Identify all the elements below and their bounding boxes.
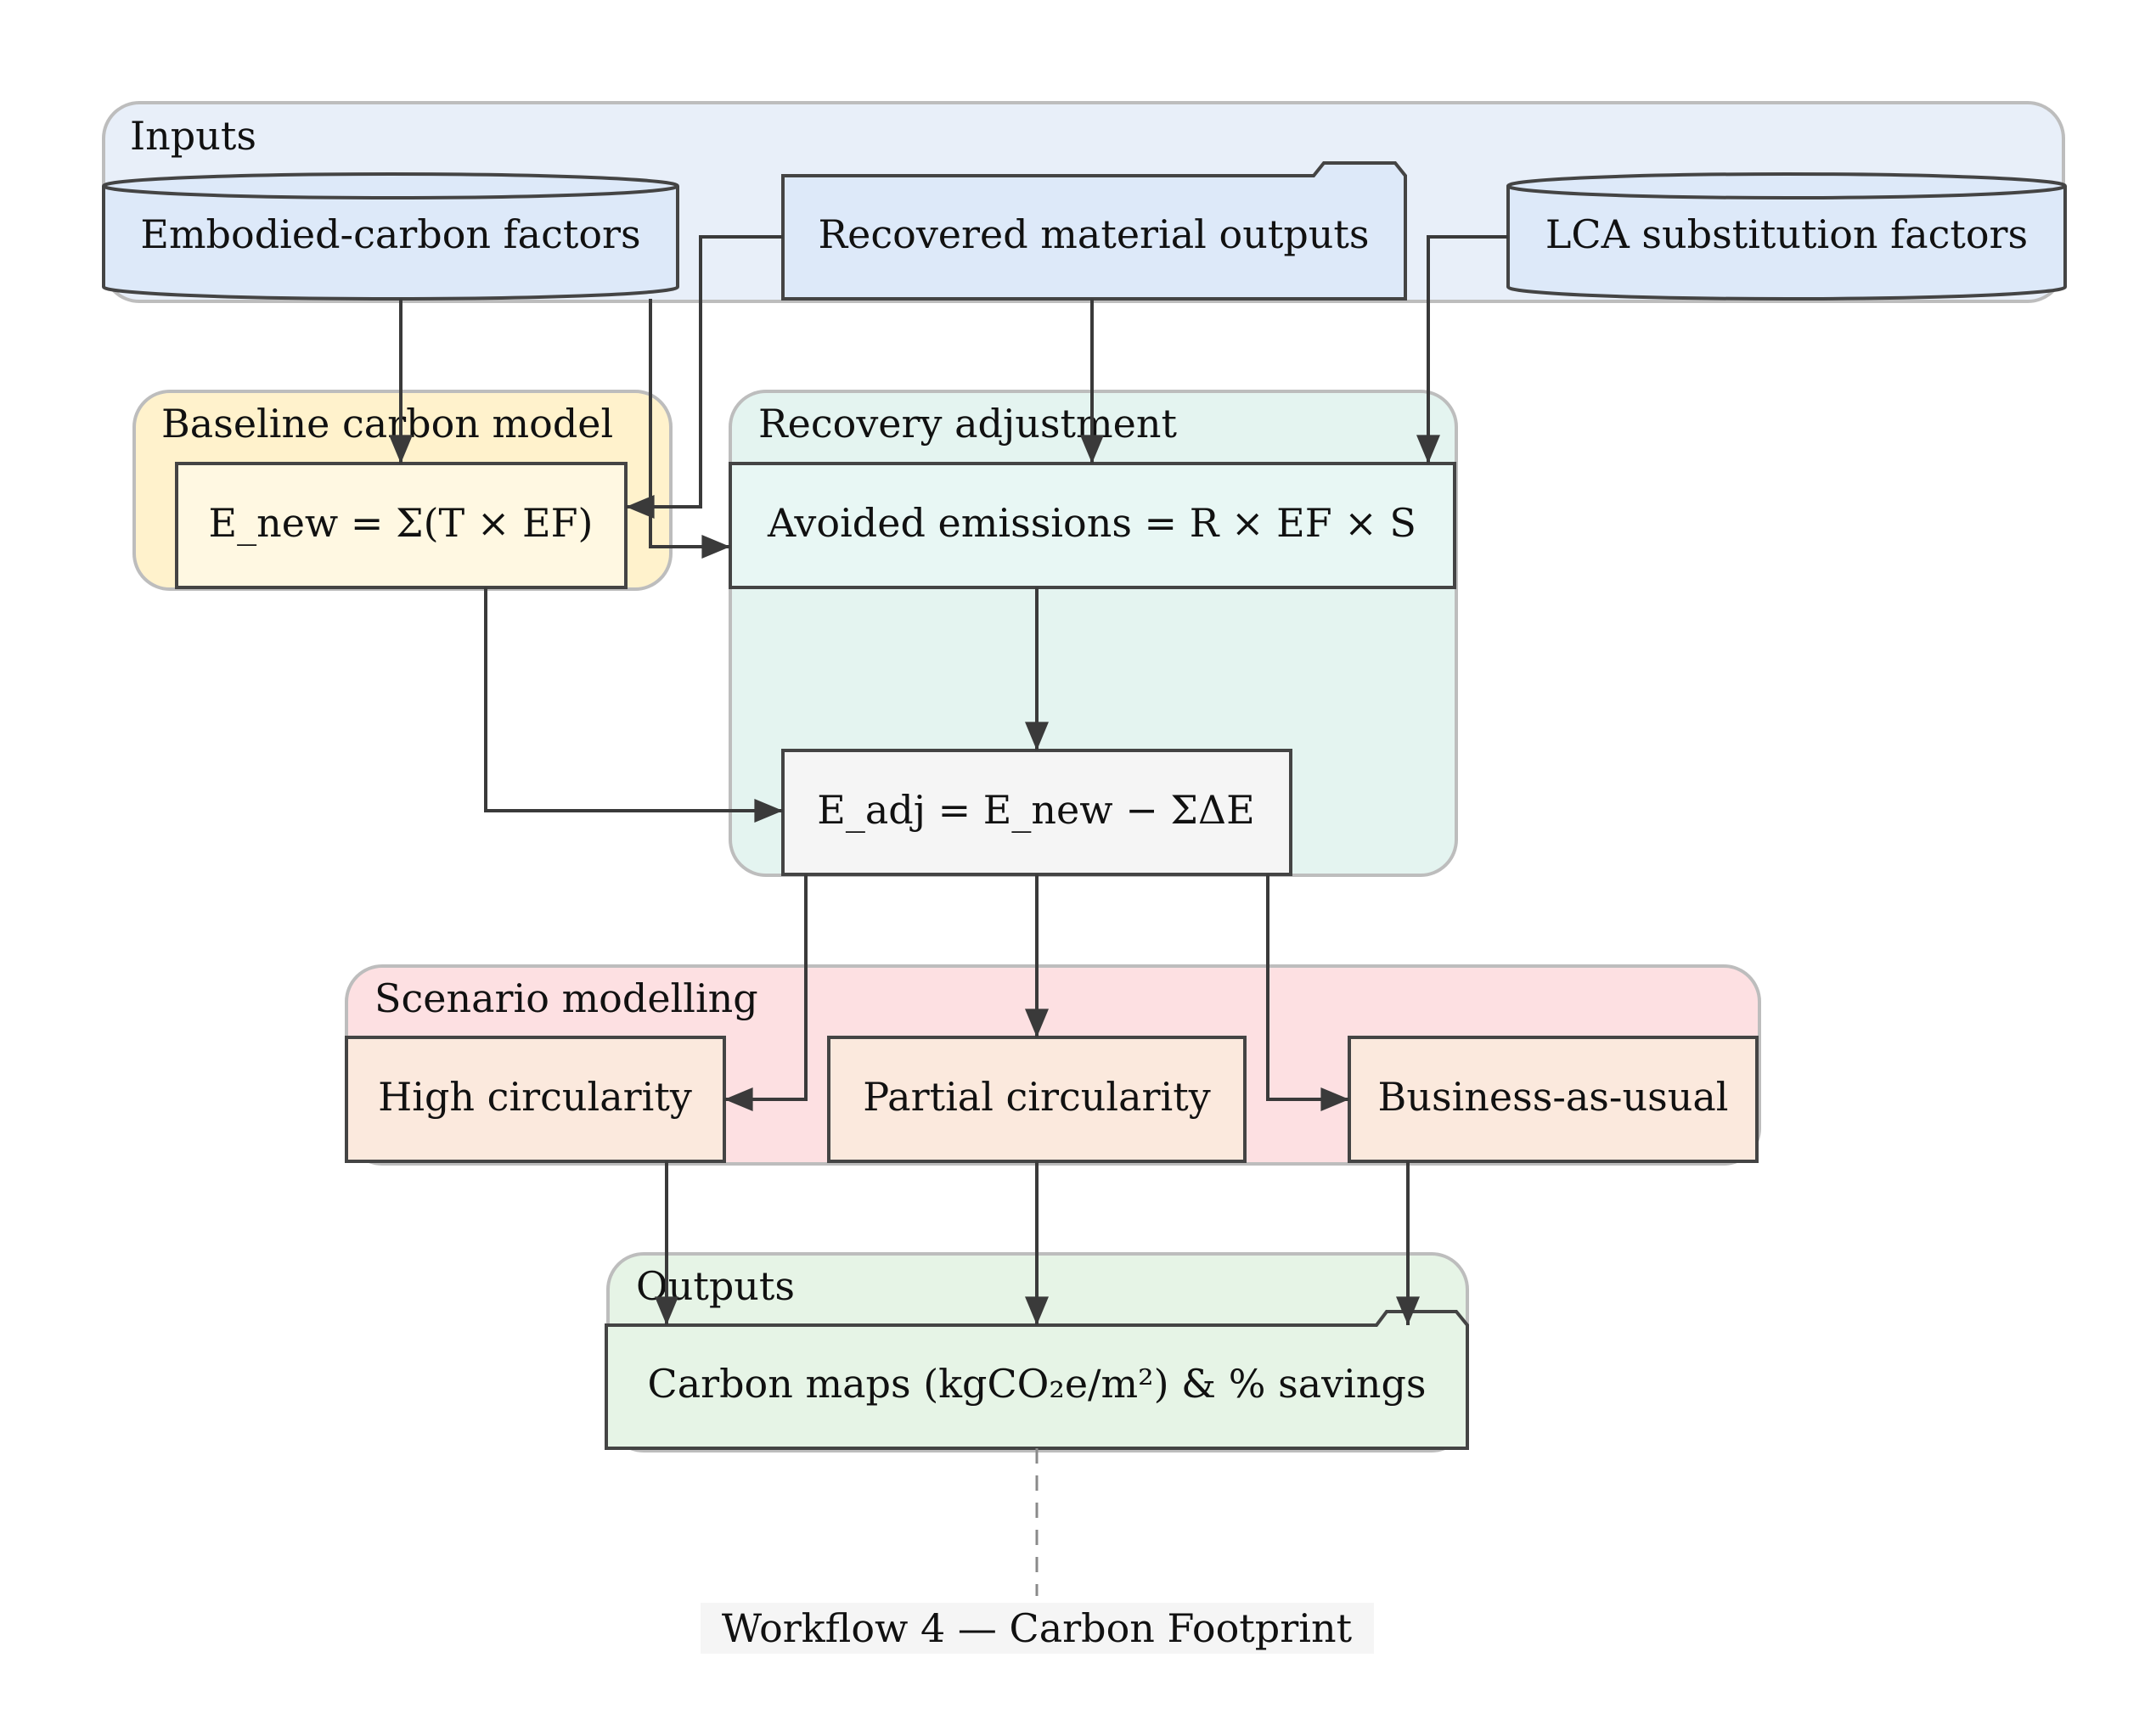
- e-new-box: [175, 462, 628, 589]
- maps-folder-shape: [605, 1310, 1469, 1450]
- edge-e-adj-to-bau: [1266, 874, 1349, 1111]
- cluster-scenario-label: Scenario modelling: [374, 975, 758, 1021]
- node-e-adj: E_adj = E_new − ΣΔE: [781, 749, 1292, 876]
- node-embodied-carbon-factors: Embodied-carbon factors: [102, 172, 679, 301]
- partial-box: [827, 1036, 1247, 1163]
- node-lca-substitution-factors: LCA substitution factors: [1506, 172, 2067, 301]
- node-carbon-maps: Carbon maps (kgCO₂e/m²) & % savings: [605, 1310, 1469, 1450]
- avoided-box: [729, 462, 1456, 589]
- node-avoided-emissions: Avoided emissions = R × EF × S: [729, 462, 1456, 589]
- node-e-new: E_new = Σ(T × EF): [175, 462, 628, 589]
- edge-recovered-to-e-new: [625, 235, 783, 519]
- cluster-outputs-label: Outputs: [636, 1263, 795, 1309]
- e-adj-box: [781, 749, 1292, 876]
- recovered-label: Recovered material outputs: [819, 211, 1370, 257]
- embodied-label: Embodied-carbon factors: [140, 211, 640, 257]
- maps-label: Carbon maps (kgCO₂e/m²) & % savings: [648, 1361, 1427, 1407]
- e-adj-label: E_adj = E_new − ΣΔE: [817, 787, 1254, 833]
- edge-embodied-to-avoided: [649, 299, 731, 559]
- caption-label: Workflow 4 — Carbon Footprint: [722, 1605, 1353, 1651]
- recovered-folder-shape: [781, 161, 1407, 301]
- bau-label: Business-as-usual: [1378, 1074, 1729, 1120]
- node-recovered-material-outputs: Recovered material outputs: [781, 161, 1407, 301]
- partial-label: Partial circularity: [863, 1074, 1210, 1120]
- cluster-recovery-label: Recovery adjustment: [758, 401, 1177, 447]
- edge-e-adj-to-high: [723, 874, 808, 1111]
- lca-cylinder-rim: [1506, 184, 2067, 199]
- caption-background: [701, 1603, 1374, 1654]
- node-business-as-usual: Business-as-usual: [1348, 1036, 1759, 1163]
- e-new-label: E_new = Σ(T × EF): [209, 500, 594, 546]
- diagram-caption: Workflow 4 — Carbon Footprint: [701, 1603, 1374, 1654]
- edges: [389, 235, 1508, 1596]
- node-high-circularity: High circularity: [345, 1036, 726, 1163]
- node-partial-circularity: Partial circularity: [827, 1036, 1247, 1163]
- lca-cylinder-shape: [1506, 172, 2067, 301]
- high-box: [345, 1036, 726, 1163]
- lca-label: LCA substitution factors: [1545, 211, 2028, 257]
- edge-lca-to-avoided: [1416, 235, 1508, 464]
- embodied-cylinder-shape: [102, 172, 679, 301]
- cluster-inputs-label: Inputs: [130, 113, 256, 159]
- cluster-baseline-label: Baseline carbon model: [161, 401, 613, 447]
- high-label: High circularity: [378, 1074, 692, 1120]
- edge-e-new-to-e-adj: [484, 587, 784, 823]
- avoided-label: Avoided emissions = R × EF × S: [767, 500, 1416, 546]
- embodied-cylinder-rim: [102, 184, 679, 199]
